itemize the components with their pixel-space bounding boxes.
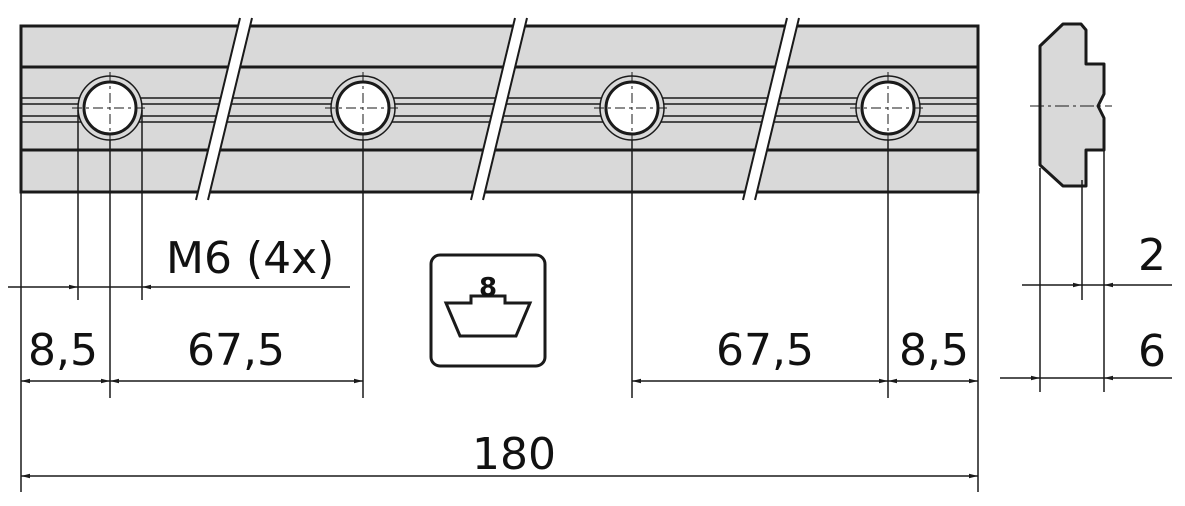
total-length-label: 180 — [472, 429, 556, 480]
slot-depth-label: 2 — [1138, 230, 1166, 281]
extension-lines — [20, 110, 979, 492]
profile-body — [1038, 22, 1106, 188]
front-view — [19, 17, 980, 201]
break-mark — [470, 17, 528, 201]
thickness-label: 6 — [1138, 326, 1166, 377]
threaded-hole — [72, 72, 148, 144]
thread-label: M6 (4x) — [166, 233, 334, 284]
threaded-hole — [325, 72, 401, 144]
threaded-hole — [850, 72, 926, 144]
edge-left-label: 8,5 — [28, 325, 98, 376]
side-extension-lines — [1039, 150, 1105, 392]
break-mark — [742, 17, 800, 201]
slot-size-icon: 8 — [429, 253, 547, 368]
side-view — [1030, 22, 1112, 188]
threaded-hole — [594, 72, 670, 144]
pitch-left-label: 67,5 — [187, 325, 285, 376]
slot-size-label: 8 — [479, 273, 497, 303]
edge-right-label: 8,5 — [899, 325, 969, 376]
break-mark — [195, 17, 253, 201]
pitch-right-label: 67,5 — [716, 325, 814, 376]
